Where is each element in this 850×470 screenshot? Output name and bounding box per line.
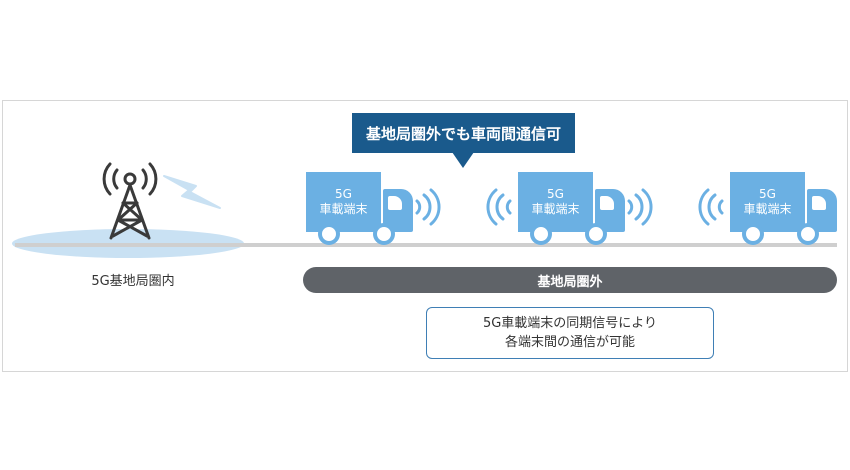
out-of-coverage-bar: 基地局圏外 [303,267,837,293]
truck-wheel [318,223,340,245]
truck-cargo: 5G 車載端末 [518,172,593,232]
truck-label-terminal: 車載端末 [743,202,792,216]
road-line [15,243,837,247]
truck-label-5g: 5G [335,187,352,201]
truck-wheel [373,223,395,245]
truck-wheel [585,223,607,245]
truck-1: 5G 車載端末 [306,172,416,248]
cell-tower-icon [102,162,158,240]
truck-label-terminal: 車載端末 [319,202,368,216]
coverage-label: 5G基地局圏内 [91,274,175,289]
truck-window [388,196,402,210]
note-box: 5G車載端末の同期信号により 各端末間の通信が可能 [426,307,714,359]
truck-label-5g: 5G [547,187,564,201]
signal-bolt-icon [163,175,221,209]
truck-2: 5G 車載端末 [518,172,628,248]
truck-window [812,196,826,210]
callout-box: 基地局圏外でも車両間通信可 [352,113,575,153]
radio-wave-icon [415,188,441,226]
radio-wave-icon [627,188,653,226]
note-line-2: 各端末間の通信が可能 [504,335,635,350]
truck-label-5g: 5G [759,187,776,201]
truck-wheel [530,223,552,245]
truck-wheel [797,223,819,245]
callout-tail [452,152,474,168]
callout-text: 基地局圏外でも車両間通信可 [365,124,561,143]
radio-wave-icon [486,188,512,226]
truck-window [600,196,614,210]
truck-cargo: 5G 車載端末 [306,172,381,232]
truck-3: 5G 車載端末 [730,172,840,248]
out-of-coverage-label: 基地局圏外 [537,274,603,290]
truck-wheel [742,223,764,245]
truck-cargo: 5G 車載端末 [730,172,805,232]
truck-label-terminal: 車載端末 [531,202,580,216]
note-line-1: 5G車載端末の同期信号により [482,316,658,331]
radio-wave-icon [698,188,724,226]
